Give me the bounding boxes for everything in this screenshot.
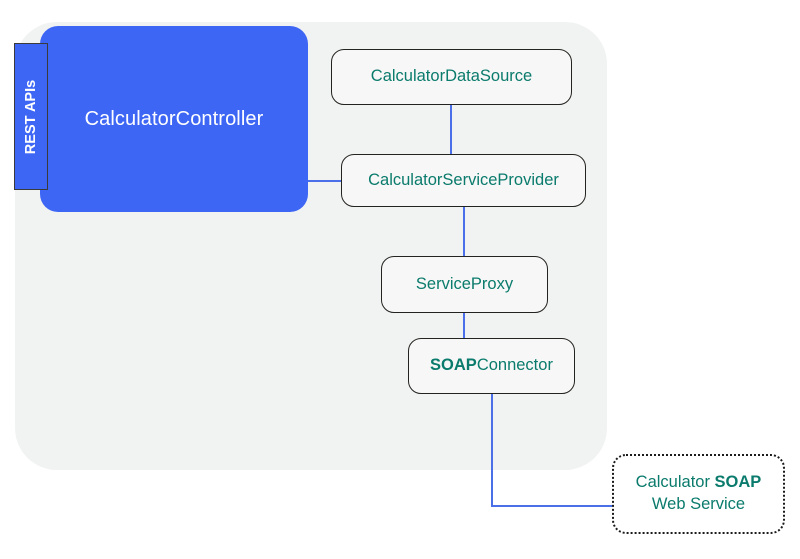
connector-datasource-to-serviceprovider [450,104,452,155]
node-calculator-controller-label: CalculatorController [84,107,264,130]
connector-controller-to-serviceprovider [308,180,342,182]
node-calculator-serviceprovider-label: CalculatorServiceProvider [368,170,559,189]
node-soap-connector-label-bold: SOAP [430,356,477,375]
node-service-proxy-label: ServiceProxy [415,274,514,293]
node-calculator-datasource-label: CalculatorDataSource [370,67,533,86]
node-calculator-soap-web-service[interactable]: Calculator SOAP Web Service [612,454,785,534]
connector-soapconnector-down [491,393,493,507]
node-soap-connector[interactable]: SOAPConnector [408,338,575,394]
node-calculator-datasource[interactable]: CalculatorDataSource [331,49,572,105]
connector-serviceproxy-to-soapconnector [463,312,465,339]
webservice-line1-prefix: Calculator [635,473,715,492]
side-tab-rest-apis-label: REST APIs [23,79,39,154]
webservice-line2: Web Service [651,495,746,513]
node-service-proxy[interactable]: ServiceProxy [381,256,548,313]
connector-serviceprovider-to-serviceproxy [463,206,465,257]
node-calculator-serviceprovider[interactable]: CalculatorServiceProvider [341,154,586,207]
node-calculator-controller[interactable]: CalculatorController [40,26,308,212]
connector-soapconnector-to-webservice [491,505,613,507]
node-calculator-soap-web-service-label: Calculator SOAP Web Service [636,472,762,516]
node-soap-connector-label-rest: Connector [476,356,553,375]
webservice-line1-bold: SOAP [714,473,762,492]
node-soap-connector-label: SOAPConnector [430,355,553,377]
side-tab-rest-apis[interactable]: REST APIs [14,43,48,190]
